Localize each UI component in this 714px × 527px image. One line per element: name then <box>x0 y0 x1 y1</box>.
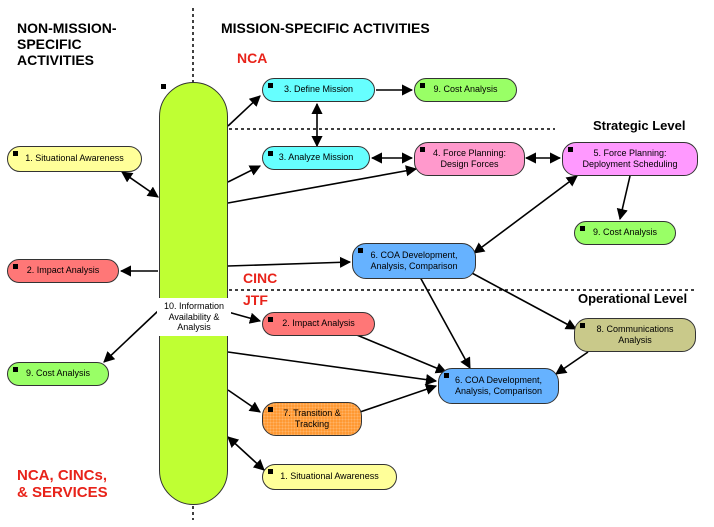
node-impact-analysis-jtf[interactable]: 2. Impact Analysis <box>262 312 375 336</box>
arrow-impact-jtf-coa <box>351 332 448 374</box>
node-marker-icon <box>420 147 425 152</box>
arrow-sa-bottom <box>227 436 265 471</box>
arrow-coa-upper-lower <box>419 276 471 369</box>
arrow-deploy-coa <box>473 175 578 254</box>
cinc-heading: CINC <box>243 270 278 286</box>
node-marker-icon <box>268 407 273 412</box>
node-marker-icon <box>268 317 273 322</box>
arrow-coa-upper-comms <box>469 271 577 330</box>
node-marker-icon <box>444 373 449 378</box>
arrow-transition-coa <box>359 383 438 413</box>
strategic-level-heading: Strategic Level <box>593 118 686 133</box>
jtf-heading: JTF <box>243 292 268 308</box>
nca-cincs-services-heading: NCA, CINCs, & SERVICES <box>17 467 108 502</box>
node-marker-icon <box>268 469 273 474</box>
node-coa-lower[interactable]: 6. COA Development, Analysis, Comparison <box>438 368 559 404</box>
node-marker-icon <box>268 83 273 88</box>
arrow-pill-force <box>227 165 418 204</box>
arrow-pill-impact-jtf <box>227 311 262 324</box>
arrow-pill-coa-lower <box>227 351 438 386</box>
node-marker-icon <box>268 151 273 156</box>
node-marker-icon <box>358 248 363 253</box>
arrow-sa-left <box>121 171 159 198</box>
node-define-mission[interactable]: 3. Define Mission <box>262 78 375 102</box>
node-marker-icon <box>568 147 573 152</box>
mission-heading: MISSION-SPECIFIC ACTIVITIES <box>221 20 430 36</box>
node-force-planning-deploy[interactable]: 5. Force Planning: Deployment Scheduling <box>562 142 698 176</box>
arrow-comms-coa <box>555 351 589 375</box>
node-communications-analysis[interactable]: 8. Communications Analysis <box>574 318 696 352</box>
arrow-pill-transition <box>227 389 261 413</box>
node-situational-awareness-left[interactable]: 1. Situational Awareness <box>7 146 142 172</box>
node-marker-icon <box>13 264 18 269</box>
pill-marker-icon <box>161 84 166 89</box>
arrow-cost-left <box>103 310 159 363</box>
arrow-pill-coa-upper <box>227 256 352 268</box>
nca-heading: NCA <box>237 50 268 66</box>
node-force-planning-design[interactable]: 4. Force Planning: Design Forces <box>414 142 525 176</box>
node-marker-icon <box>13 367 18 372</box>
node-cost-analysis-left[interactable]: 9. Cost Analysis <box>7 362 109 386</box>
node-cost-analysis-right[interactable]: 9. Cost Analysis <box>574 221 676 245</box>
node-marker-icon <box>580 323 585 328</box>
node-marker-icon <box>580 226 585 231</box>
node-impact-analysis-left[interactable]: 2. Impact Analysis <box>7 259 119 283</box>
node-marker-icon <box>420 83 425 88</box>
information-availability-pill[interactable] <box>159 82 228 505</box>
node-analyze-mission[interactable]: 3. Analyze Mission <box>262 146 370 170</box>
node-situational-awareness-bottom[interactable]: 1. Situational Awareness <box>262 464 397 490</box>
arrow-define-mission <box>227 95 261 127</box>
node-cost-analysis-top[interactable]: 9. Cost Analysis <box>414 78 517 102</box>
operational-level-heading: Operational Level <box>578 291 688 306</box>
arrow-analyze-mission <box>227 165 262 183</box>
node-marker-icon <box>13 151 18 156</box>
node-transition-tracking[interactable]: 7. Transition & Tracking <box>262 402 362 436</box>
information-availability-label: 10. Information Availability & Analysis <box>157 298 231 336</box>
arrow-deploy-cost <box>616 175 631 221</box>
node-coa-upper[interactable]: 6. COA Development, Analysis, Comparison <box>352 243 476 279</box>
non-mission-heading: NON-MISSION- SPECIFIC ACTIVITIES <box>17 20 117 69</box>
